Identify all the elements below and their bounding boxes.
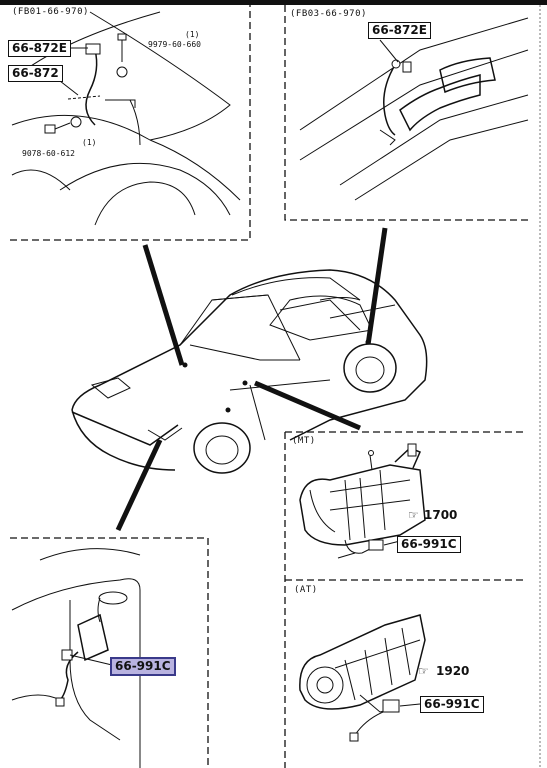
- ref-finger-icon-1700: ☞: [408, 508, 419, 522]
- part-label-66872e-left[interactable]: 66-872E: [8, 40, 71, 57]
- ref-number-1920[interactable]: 1920: [436, 664, 470, 678]
- panel-mt-frame: [284, 431, 525, 768]
- car-illustration: [71, 269, 428, 474]
- part-label-66872[interactable]: 66-872: [8, 65, 63, 82]
- part-label-66991c-highlighted[interactable]: 66-991C: [110, 657, 176, 676]
- panel-code-fb01: (FB01-66-970): [12, 7, 89, 17]
- engine-bay-sketch: [11, 548, 141, 768]
- mt-transmission-drawing: [299, 443, 426, 559]
- panel-code-fb03: (FB03-66-970): [290, 9, 367, 19]
- panel-bottom-left-frame: [10, 537, 209, 768]
- leader-to-top-right: [365, 227, 388, 346]
- bolt-label-9078[interactable]: 9078-60-612: [22, 149, 75, 158]
- leader-66872e-right: [379, 39, 399, 63]
- part-label-66872e-right[interactable]: 66-872E: [368, 22, 431, 39]
- at-transmission-drawing: [299, 614, 426, 742]
- leader-66991c-at: [399, 703, 421, 707]
- top-border: [0, 0, 547, 5]
- part-label-66991c-at[interactable]: 66-991C: [420, 696, 484, 713]
- bolt-label-9979[interactable]: 9979-60-660: [148, 40, 201, 49]
- leader-to-top-left: [142, 244, 185, 366]
- leader-to-mt: [254, 380, 361, 431]
- frame-rail-sketch: [299, 17, 529, 201]
- bolt-qty-9979: (1): [185, 30, 200, 39]
- ref-finger-icon-1920: ☞: [418, 664, 429, 678]
- leader-to-bottom-left: [115, 438, 163, 532]
- panel-code-at: (AT): [294, 585, 318, 595]
- car-roof-sketch: [11, 11, 241, 226]
- panel-top-right-frame: [284, 5, 528, 221]
- bolt-qty-9078: (1): [82, 138, 97, 147]
- panel-top-left-frame: [10, 5, 251, 241]
- ref-number-1700[interactable]: 1700: [424, 508, 458, 522]
- panel-code-mt: (MT): [292, 436, 316, 446]
- part-label-66991c-mt[interactable]: 66-991C: [397, 536, 461, 553]
